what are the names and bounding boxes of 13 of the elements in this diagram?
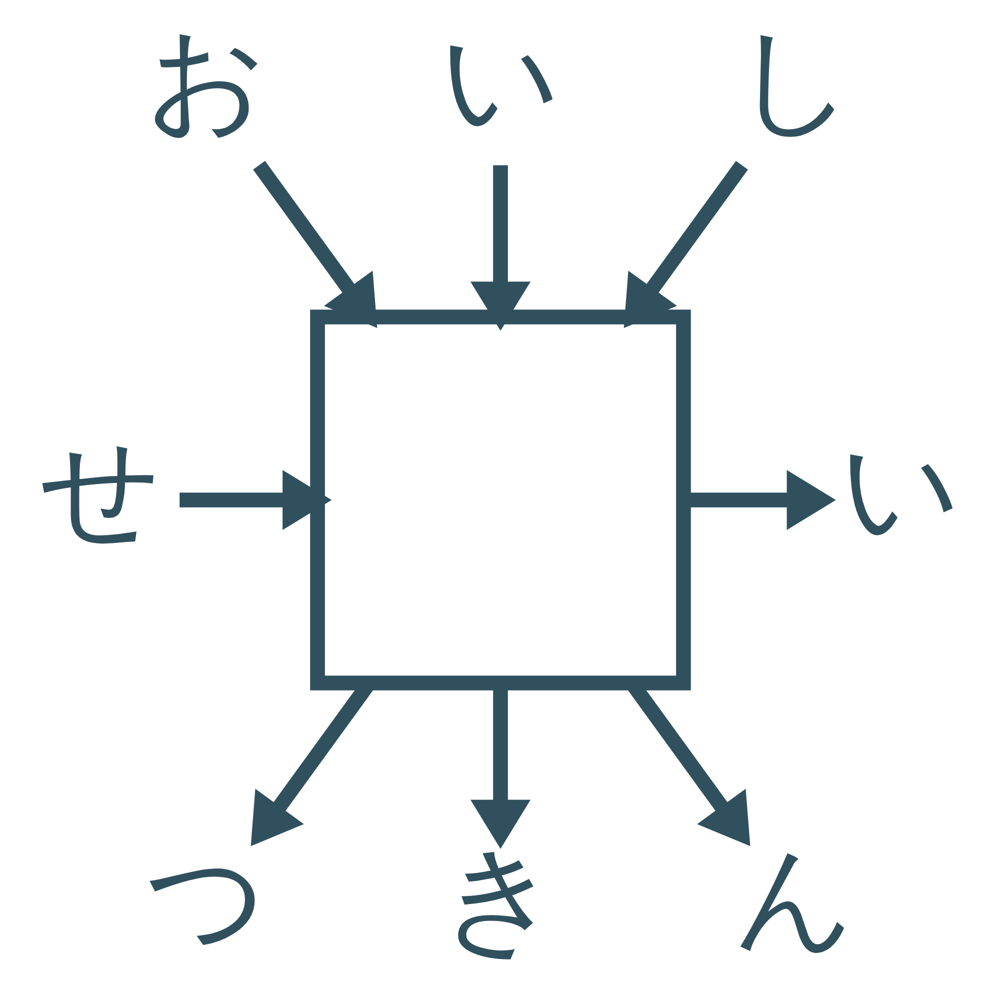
node-text: ん [734, 828, 855, 966]
arrow [252, 160, 377, 328]
node-text: つ [145, 828, 266, 966]
node-box [310, 310, 690, 690]
node-text: い [440, 10, 560, 148]
node-text: お [145, 10, 266, 148]
arrow [179, 470, 332, 530]
arrow [623, 160, 748, 328]
node-text: い [839, 419, 960, 558]
arrow [470, 165, 530, 331]
node-text: し [734, 10, 855, 148]
node-text: き [440, 828, 560, 966]
node-text: せ [40, 419, 161, 558]
